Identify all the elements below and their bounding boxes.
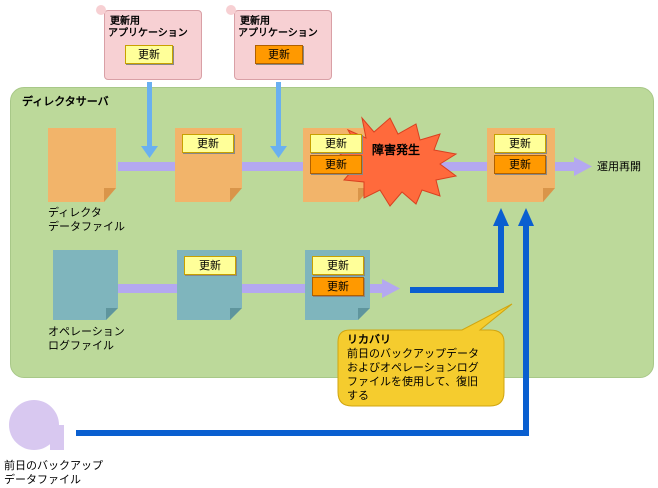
recovery-text-line2: およびオペレーションログ — [347, 361, 479, 374]
app-1-tab — [96, 5, 106, 15]
director-file-label-line2: データファイル — [48, 220, 125, 233]
operation-log-file — [53, 250, 118, 320]
update-record-1: 更新 — [182, 134, 234, 153]
operation-log-label-line1: オペレーション — [48, 325, 125, 338]
log-record-2a: 更新 — [312, 256, 364, 275]
director-data-file — [48, 128, 116, 202]
resume-label: 運用再開 — [597, 160, 641, 173]
backup-data-disk — [9, 400, 59, 450]
operation-log-label-line2: ログファイル — [48, 339, 114, 352]
update-record-2a: 更新 — [310, 134, 362, 153]
app-1-title-line2: アプリケーション — [108, 28, 188, 39]
log-record-2b: 更新 — [312, 277, 364, 296]
director-file-label-line1: ディレクタ — [48, 206, 102, 219]
backup-file-label-line1: 前日のバックアップ — [4, 459, 103, 472]
recovery-callout-shape — [337, 303, 513, 407]
recovery-text-line4: する — [347, 389, 369, 402]
director-server-label: ディレクタサーバ — [22, 95, 109, 108]
app-1-update-button[interactable]: 更新 — [125, 45, 173, 64]
update-record-3b: 更新 — [494, 155, 546, 174]
app-2-title-line1: 更新用 — [240, 16, 270, 27]
app-2-tab — [226, 5, 236, 15]
update-record-2b: 更新 — [310, 155, 362, 174]
recovery-text-line3: ファイルを使用して、復旧 — [347, 375, 479, 388]
app-2-update-button[interactable]: 更新 — [255, 45, 303, 64]
app-1-title-line1: 更新用 — [110, 16, 140, 27]
recovery-title: リカバリ — [347, 333, 391, 346]
recovery-text-line1: 前日のバックアップデータ — [347, 347, 479, 360]
backup-file-label-line2: データファイル — [4, 473, 81, 486]
failure-label: 障害発生 — [372, 143, 421, 157]
log-record-1: 更新 — [184, 256, 236, 275]
app-2-title-line2: アプリケーション — [238, 28, 318, 39]
update-record-3a: 更新 — [494, 134, 546, 153]
